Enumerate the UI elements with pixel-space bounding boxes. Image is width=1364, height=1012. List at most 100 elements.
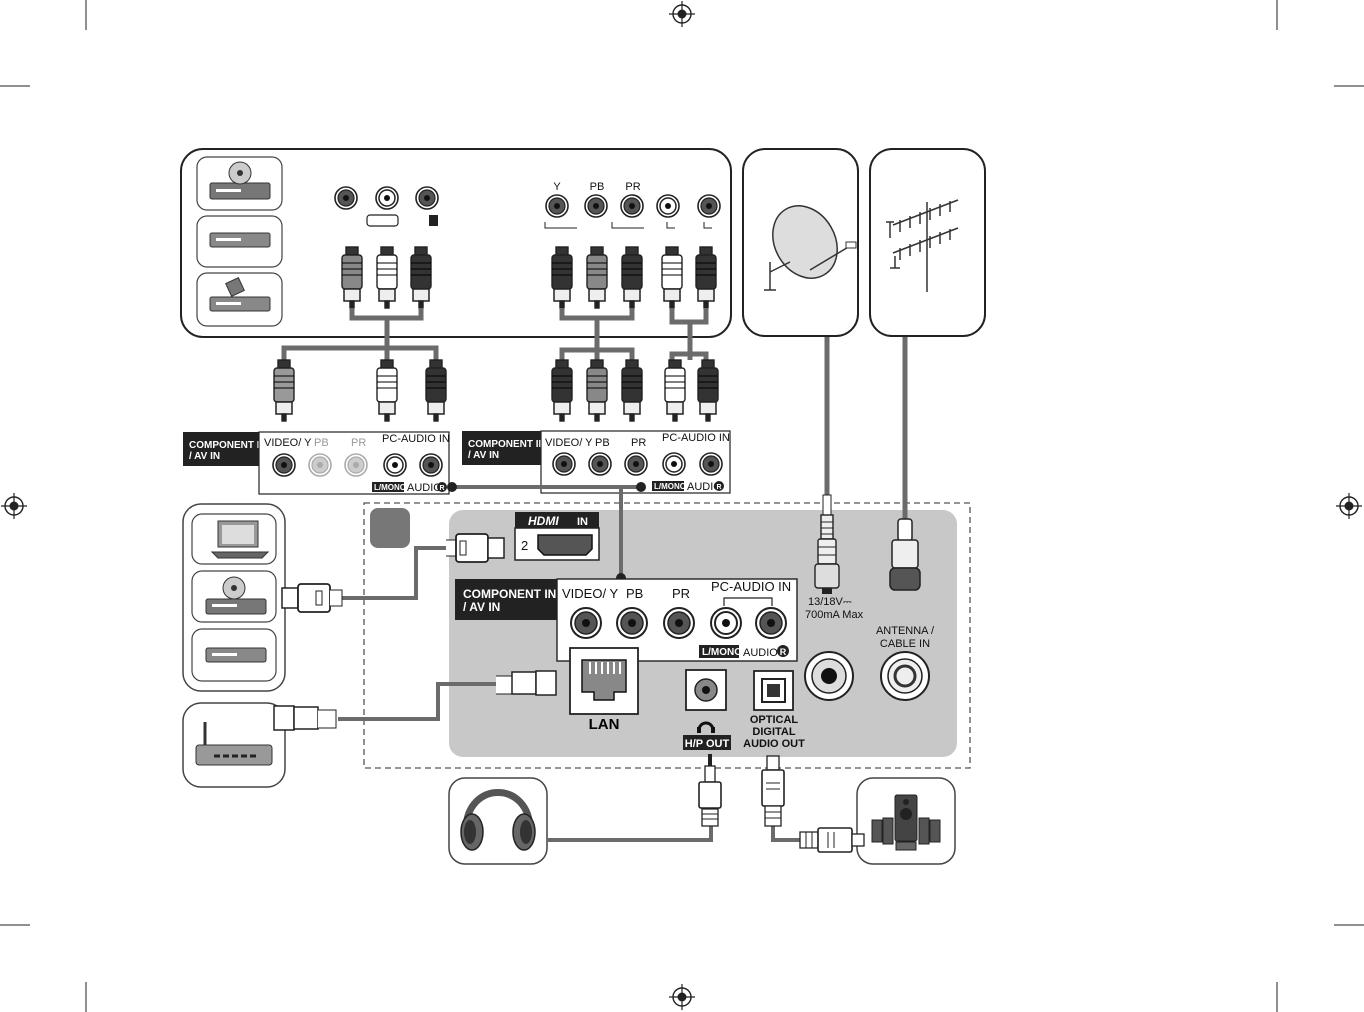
video-y-jack (570, 607, 602, 639)
l-mono-label: L/MONO (654, 482, 686, 491)
hdmi-plug-left (281, 583, 343, 613)
video-y-label: VIDEO/ Y (545, 437, 593, 449)
optical-plug-top (761, 755, 785, 827)
hp-out-port: H/P OUT (683, 669, 731, 750)
optical-label-1: OPTICAL (750, 714, 799, 726)
lan-cable (338, 682, 496, 721)
pr-label: PR (672, 586, 690, 601)
set-top-box-icon (209, 277, 271, 312)
headphone-cable (547, 822, 713, 842)
pr-jack (344, 453, 368, 477)
audio-label: AUDIO (687, 481, 722, 493)
audio-l-jack (383, 453, 407, 477)
video-y-label: VIDEO/ Y (562, 586, 618, 601)
l-mono-label: L/MONO (702, 647, 742, 658)
lan-plug-right (496, 670, 557, 696)
hdmi-in-port: HDMI IN 2 (514, 512, 600, 561)
antenna-box (869, 148, 986, 337)
optical-label-2: DIGITAL (752, 726, 795, 738)
hdmi-in-label: IN (577, 516, 588, 528)
audio-label: AUDIO (743, 647, 778, 659)
pr-label-top: PR (625, 181, 640, 193)
hp-out-label: H/P OUT (685, 738, 730, 750)
r-badge: R (439, 485, 444, 492)
home-theater-icon (871, 794, 941, 851)
pb-label-top: PB (590, 181, 605, 193)
av-in-label: / AV IN (189, 451, 220, 462)
l-mono-label: L/MONO (374, 483, 406, 492)
av-in-label: / AV IN (463, 600, 500, 614)
pr-label: PR (631, 437, 646, 449)
lnb-voltage-label: 13/18V⎓ (808, 596, 852, 608)
pb-jack (588, 452, 612, 476)
component-panel-middle: COMPONENT IN / AV IN VIDEO/ Y PB PR PC-A… (462, 430, 731, 494)
registration-mark-top (668, 0, 696, 28)
video-y-label: VIDEO/ Y (264, 437, 312, 449)
step-marker (370, 508, 410, 548)
registration-mark-left (0, 492, 28, 520)
audio-r-jack (755, 607, 787, 639)
lan-port: LAN (569, 647, 639, 733)
pc-audio-label: PC-AUDIO IN (711, 579, 791, 594)
pc-audio-label: PC-AUDIO IN (662, 432, 730, 444)
pb-label: PB (314, 437, 329, 449)
component-panel-tv: COMPONENT IN / AV IN VIDEO/ Y PB PR PC-A… (455, 578, 798, 662)
satellite-box (742, 148, 859, 337)
f-connector (814, 494, 840, 594)
pr-label: PR (351, 437, 366, 449)
vcr-icon (209, 232, 271, 248)
antenna-label-1: ANTENNA / (876, 625, 935, 637)
speakers-box (856, 777, 956, 865)
tv-outline (363, 502, 971, 769)
pc-audio-label: PC-AUDIO IN (382, 433, 450, 445)
pb-label: PB (595, 437, 610, 449)
registration-mark-right (1335, 492, 1363, 520)
headphones-box (448, 777, 548, 865)
r-badge: R (780, 647, 787, 657)
audio-l-jack (662, 452, 686, 476)
dvd-player-icon (205, 576, 267, 615)
optical-plug-right (799, 827, 865, 853)
pr-jack (663, 607, 695, 639)
headphone-plug (698, 754, 722, 827)
r-badge: R (716, 484, 721, 491)
hdmi-port-number: 2 (521, 538, 528, 553)
component-in-label: COMPONENT IN (189, 440, 267, 451)
audio-label: AUDIO (407, 482, 442, 494)
av-in-label: / AV IN (468, 450, 499, 461)
hdmi-source-box (182, 503, 286, 692)
component-in-label: COMPONENT IN (468, 439, 546, 450)
antenna-label-2: CABLE IN (880, 638, 930, 650)
antenna-icon (886, 199, 959, 292)
hdmi-logo: HDMI (528, 514, 559, 528)
av-source-box: Y PB PR (180, 148, 732, 338)
coax-plug (889, 518, 921, 591)
registration-mark-bottom (668, 983, 696, 1011)
lan-label: LAN (589, 716, 620, 733)
av-cables (281, 308, 709, 360)
laptop-icon (210, 520, 270, 559)
router-box (182, 702, 286, 788)
satellite-dish-icon (764, 205, 857, 291)
pb-jack (616, 607, 648, 639)
antenna-in-port: ANTENNA / CABLE IN (876, 625, 935, 701)
lnb-in-port: 13/18V⎓ 700mA Max (804, 596, 864, 701)
hdmi-cable (340, 546, 446, 600)
blu-ray-icon (205, 647, 267, 663)
headphones-icon (460, 789, 536, 851)
dvd-player-icon (209, 161, 271, 200)
pr-jack (624, 452, 648, 476)
audio-r-jack (699, 452, 723, 476)
router-icon (195, 722, 273, 766)
pb-jack (308, 453, 332, 477)
hdmi-plug-right (446, 533, 505, 563)
optical-label-3: AUDIO OUT (743, 738, 805, 750)
optical-cable (771, 826, 800, 842)
component-link (452, 485, 641, 578)
video-y-jack (272, 453, 296, 477)
video-y-jack (552, 452, 576, 476)
y-label: Y (553, 181, 561, 193)
pb-label: PB (626, 586, 643, 601)
